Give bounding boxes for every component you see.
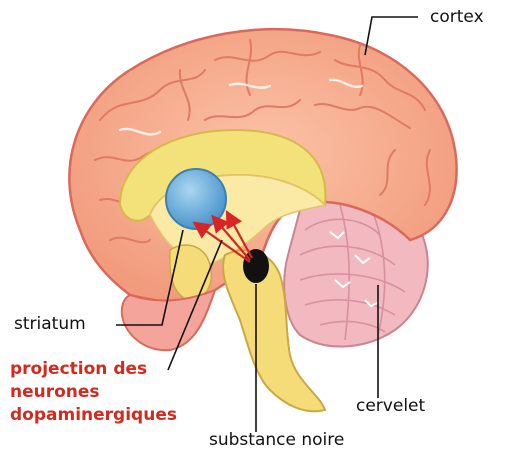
substance-noire-shape bbox=[243, 249, 269, 283]
label-projection-line2: neurones bbox=[10, 381, 177, 404]
label-projection: projection des neurones dopaminergiques bbox=[10, 358, 177, 427]
label-cortex: cortex bbox=[430, 9, 484, 26]
label-substance-noire: substance noire bbox=[209, 432, 344, 449]
label-striatum: striatum bbox=[14, 316, 86, 333]
label-cervelet: cervelet bbox=[356, 398, 425, 415]
label-projection-line3: dopaminergiques bbox=[10, 404, 177, 427]
label-projection-line1: projection des bbox=[10, 358, 177, 381]
